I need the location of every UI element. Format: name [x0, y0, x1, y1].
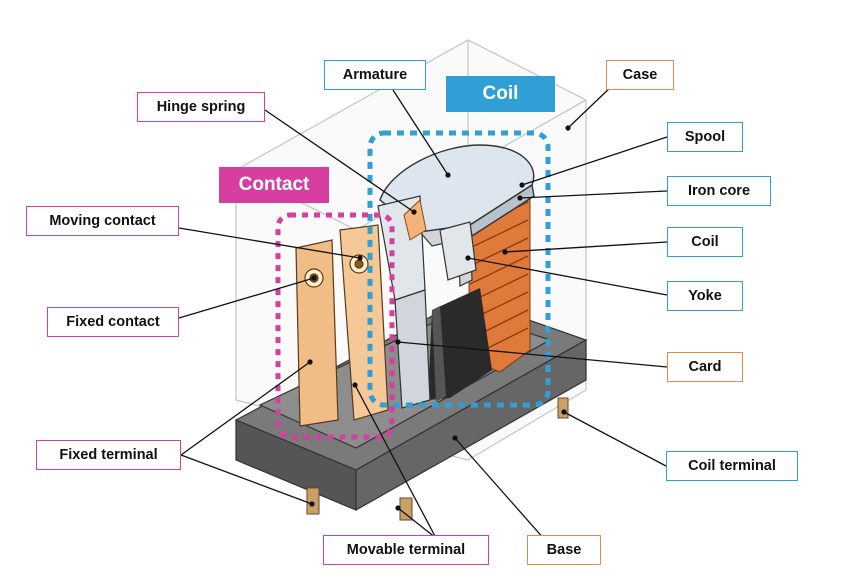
fixed-contact-label: Fixed contact: [47, 307, 179, 337]
case-label: Case: [606, 60, 674, 90]
card-label: Card: [667, 352, 743, 382]
leader-lines: [178, 84, 668, 541]
leader-dots: [307, 125, 571, 511]
coil-label: Coil: [667, 227, 743, 257]
yoke: [418, 221, 477, 287]
base-label: Base: [527, 535, 601, 565]
movable-terminal-label: Movable terminal: [323, 535, 489, 565]
contact-group-label: Contact: [219, 167, 329, 203]
card: [428, 288, 492, 402]
fixed-contact-strip: [295, 239, 339, 427]
fixed-terminal-label: Fixed terminal: [36, 440, 181, 470]
spool-label: Spool: [667, 122, 743, 152]
contact-group-outline: [275, 212, 395, 440]
coil-terminal-label: Coil terminal: [666, 451, 798, 481]
coil-group-label: Coil: [446, 76, 555, 112]
movable-terminal-strip: [339, 224, 389, 421]
hinge-spring-label: Hinge spring: [137, 92, 265, 122]
coil-group-outline: [367, 130, 551, 408]
armature-label: Armature: [324, 60, 426, 90]
moving-contact-label: Moving contact: [26, 206, 179, 236]
yoke-label: Yoke: [667, 281, 743, 311]
iron-core-label: Iron core: [667, 176, 771, 206]
terminal-pins: [306, 397, 569, 521]
hinge-spring: [403, 199, 427, 241]
